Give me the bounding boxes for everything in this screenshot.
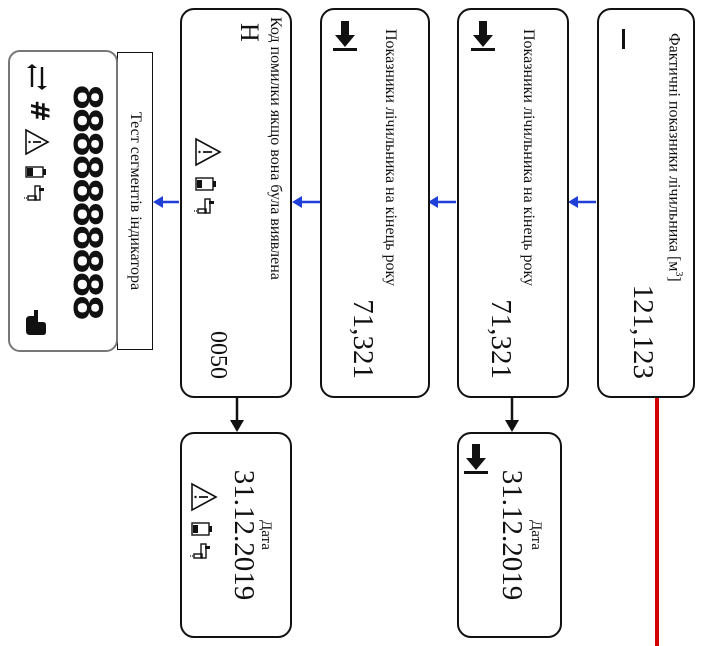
arrow-left-icon — [153, 196, 179, 208]
warning-triangle-icon — [195, 137, 222, 167]
date-value-1: 31.12.2019 — [495, 469, 528, 601]
actual-readings-value: 121,123 — [627, 284, 659, 379]
year-end-readings-box-1: Показники лічильника на кінець року 71,3… — [457, 8, 569, 398]
year-end-value-2: 71,321 — [347, 299, 379, 379]
date-box-1: Дата 31.12.2019 — [457, 432, 562, 638]
actual-readings-box: Фактичні показники лічильника [м3] 121,1… — [597, 8, 695, 398]
warning-triangle-icon — [191, 482, 218, 512]
hash-icon: # — [24, 100, 54, 122]
error-code-title: Код помилки якщо вона була виявлена — [267, 17, 284, 280]
year-end-title-2: Показники лічильника на кінець року — [382, 29, 399, 286]
arrow-left-icon — [428, 196, 456, 208]
arrow-down-icon — [230, 398, 244, 432]
arrow-down-bar-icon — [463, 444, 488, 474]
arrow-down-icon — [505, 398, 519, 432]
error-code-value: 0050 — [205, 331, 231, 379]
red-connector-line — [655, 398, 659, 646]
actual-readings-title: Фактичні показники лічильника [м3] — [665, 33, 684, 282]
battery-icon — [25, 166, 46, 178]
tap-icon — [194, 198, 214, 214]
warning-triangle-icon — [25, 128, 50, 156]
segment-test-label-box: Тест сегментів індикатора — [117, 52, 153, 350]
year-end-readings-box-2: Показники лічильника на кінець року 71,3… — [320, 8, 430, 398]
bar-indicator-icon — [622, 29, 625, 49]
tap-icon — [190, 543, 210, 559]
lcd-digits: 8888888888 — [60, 83, 110, 319]
swap-arrows-icon — [27, 64, 47, 90]
battery-icon — [191, 522, 212, 536]
hand-icon — [26, 310, 46, 335]
error-code-box: Код помилки якщо вона була виявлена H 00… — [180, 8, 292, 398]
arrow-left-icon — [568, 196, 596, 208]
error-code-letter: H — [235, 23, 264, 42]
year-end-title-1: Показники лічильника на кінець року — [520, 29, 537, 286]
year-end-value-1: 71,321 — [485, 299, 517, 379]
segment-test-label: Тест сегментів індикатора — [127, 111, 144, 291]
lcd-display: 8888888888 # — [8, 50, 118, 352]
arrow-left-icon — [292, 196, 320, 208]
date-label-1: Дата — [527, 520, 544, 550]
arrow-down-bar-icon — [333, 21, 357, 51]
arrow-down-bar-icon — [471, 21, 495, 51]
date-value-2: 31.12.2019 — [228, 469, 260, 601]
battery-icon — [195, 177, 216, 191]
tap-icon — [24, 185, 44, 201]
date-box-2: Дата 31.12.2019 — [180, 432, 292, 638]
